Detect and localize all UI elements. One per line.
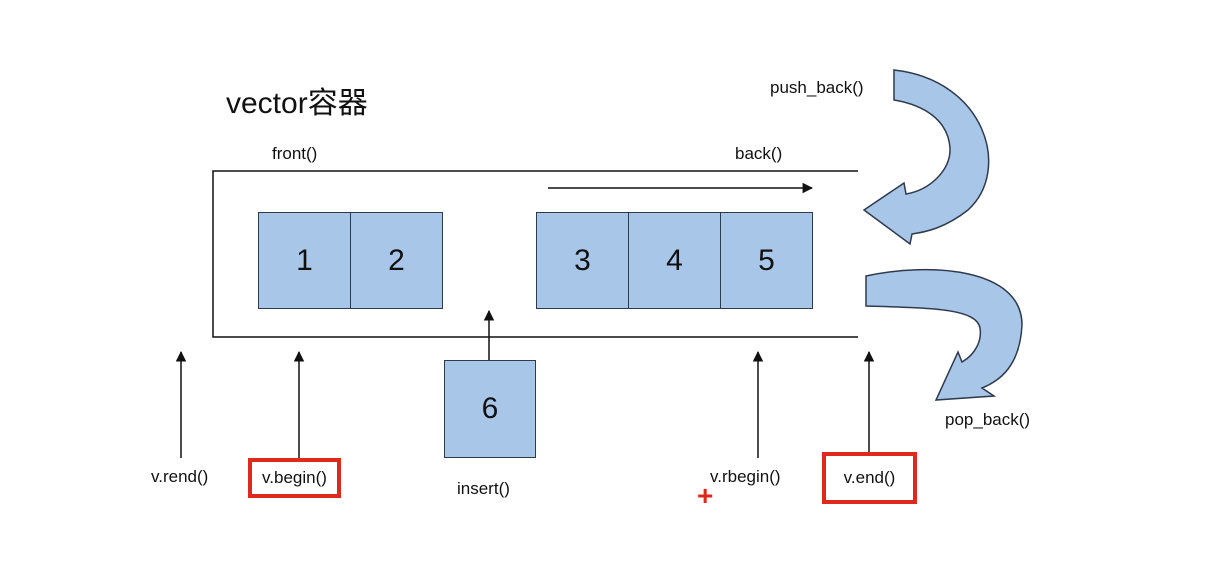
diagram-title: vector容器	[226, 87, 368, 120]
push-back-arrow	[862, 69, 990, 246]
container-outline	[212, 170, 858, 338]
inserted-element-cell: 6	[444, 360, 536, 458]
pop-back-label: pop_back()	[945, 410, 1031, 429]
element-cell: 2	[350, 212, 443, 309]
end-label-highlight: v.end()	[822, 452, 917, 504]
element-cell: 1	[258, 212, 351, 309]
pop-back-arrow	[865, 268, 1023, 401]
rbegin-label: v.rbegin()	[710, 467, 781, 486]
rend-label: v.rend()	[151, 467, 209, 486]
insert-label: insert()	[457, 479, 510, 498]
push-back-label: push_back()	[770, 78, 864, 97]
back-label: back()	[735, 144, 783, 163]
begin-label-highlight: v.begin()	[248, 458, 341, 498]
element-cell: 3	[536, 212, 629, 309]
element-cell: 5	[720, 212, 813, 309]
front-label: front()	[272, 144, 318, 163]
element-cell: 4	[628, 212, 721, 309]
crosshair-cursor-icon: +	[697, 480, 714, 511]
